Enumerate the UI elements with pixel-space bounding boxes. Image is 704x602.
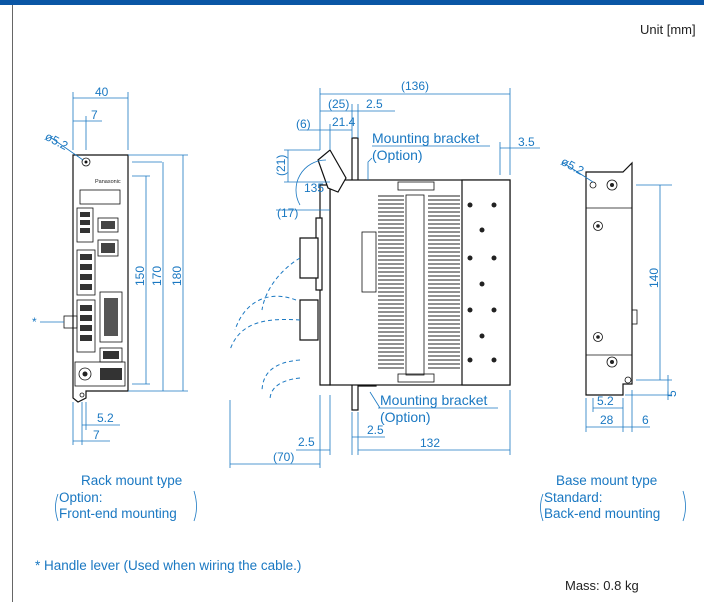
cable-3 [261,359,301,393]
base-body-outline [585,161,633,396]
side-connector-lower [299,299,319,341]
rear-screw [491,307,497,313]
base-dim-5-2: 5.2 [597,394,614,408]
rear-screw [491,357,497,363]
bracket-bottom-label: Mounting bracket [380,392,488,408]
rear-screw [467,255,473,261]
rack-caption-mount: Front-end mounting [59,506,177,521]
base-caption-title: Base mount type [556,473,657,488]
rack-dim-7-bottom: 7 [93,428,100,442]
rack-dim-170: 170 [150,266,164,286]
side-dim-25: (25) [328,97,349,111]
rack-mount-view: Panasonic [32,85,197,522]
side-dim-2-5-left: 2.5 [298,435,315,449]
rack-connector-upper [76,207,94,243]
base-dim-5: 5 [665,390,679,397]
mass-label: Mass: 0.8 kg [565,578,639,593]
rack-top-hole [81,157,91,167]
rack-port-a [97,217,119,233]
cable-4 [269,377,301,401]
handle-star: * [32,315,37,329]
base-dim-140: 140 [647,268,661,288]
base-screw-bottom [606,356,618,368]
base-dim-6: 6 [642,413,649,427]
rack-bottom-panel [74,361,126,387]
side-dim-132: 132 [420,436,440,450]
rear-screw [479,281,485,287]
side-dim-136: (136) [401,79,429,93]
heatsink-fins [378,195,460,369]
bracket-top-label: Mounting bracket [372,130,480,146]
rack-ground-screw [78,367,92,381]
frame-line [12,5,13,602]
rack-dim-150: 150 [133,266,147,286]
rack-dim-5-2: 5.2 [97,411,114,425]
base-mount-view: ø5.2 140 5 5.2 28 6 Base mount type Stan… [540,154,686,522]
side-dim-2-5-right: 2.5 [367,423,384,437]
rack-dim-width: 40 [95,85,109,99]
rack-dim-hole: ø5.2 [43,129,71,153]
side-dim-6: (6) [296,117,311,131]
side-top-handle [317,149,347,193]
rear-screw [467,357,473,363]
base-dim-hole: ø5.2 [559,154,587,178]
rack-dim-180: 180 [170,266,184,286]
bracket-bottom-option: (Option) [380,409,431,425]
footnote: * Handle lever (Used when wiring the cab… [35,558,301,573]
side-rear-plate [461,179,511,386]
header-bar [0,0,704,5]
side-dim-21-4: 21.4 [332,115,356,129]
rack-caption-title: Rack mount type [81,473,182,488]
side-connector-upper [299,237,319,279]
side-dim-21: (21) [274,155,288,176]
base-caption-mount: Back-end mounting [544,506,660,521]
rack-dim-7-top: 7 [91,108,98,122]
rack-display-panel [79,189,121,205]
base-caption-standard: Standard: [544,490,603,505]
side-dim-2-5-top: 2.5 [366,97,383,111]
side-dim-135: 135 [304,181,324,195]
cable-2 [229,318,301,351]
base-dim-28: 28 [600,413,614,427]
bracket-top-option: (Option) [372,147,423,163]
rack-terminal-block [76,249,96,296]
rear-screw [479,227,485,233]
cable-1 [261,257,301,311]
rear-screw [491,255,497,261]
rear-screw [491,202,497,208]
rear-screw [467,307,473,313]
rack-caption-option: Option: [59,490,103,505]
rear-screw [467,202,473,208]
side-view: (136) (25) 2.5 (6) 21.4 (21) 135 (17) 3.… [229,79,540,468]
rear-screw [479,333,485,339]
side-dim-70: (70) [273,450,294,464]
rack-port-b [97,239,119,257]
side-dim-17: (17) [277,206,298,220]
brand-label: Panasonic [95,179,121,185]
side-dim-3-5: 3.5 [518,135,535,149]
unit-label: Unit [mm] [640,22,696,37]
rack-large-connector [99,291,123,343]
base-screw-top [606,179,618,191]
